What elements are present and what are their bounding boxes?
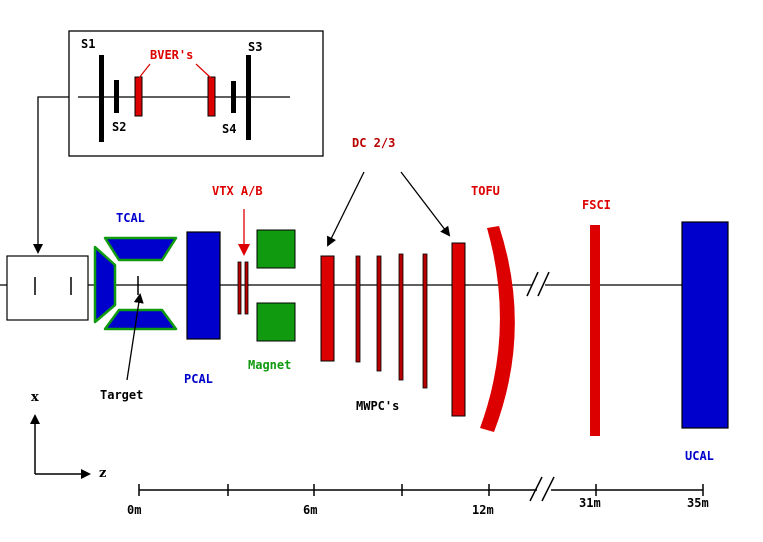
- tcal-bottom: [103, 308, 178, 331]
- scale-break-2: [541, 476, 555, 502]
- tofu-arc: [480, 226, 515, 432]
- scale-label-0m: 0m: [127, 503, 141, 517]
- mwpcs-label: MWPC's: [356, 399, 399, 413]
- s3-counter: [246, 55, 251, 140]
- s2-label: S2: [112, 120, 126, 134]
- beamline-break-2: [537, 271, 550, 297]
- target-arrow: [126, 293, 144, 381]
- vtx-label: VTX A/B: [212, 184, 263, 198]
- target-pointer: Target: [100, 293, 144, 402]
- bver-1: [134, 76, 143, 117]
- tcal: TCAL: [93, 211, 178, 331]
- connector-line: [33, 96, 69, 254]
- bvers-label: BVER's: [150, 48, 193, 62]
- ucal-block: [681, 221, 729, 429]
- s4-label: S4: [222, 122, 236, 136]
- tofu-label: TOFU: [471, 184, 500, 198]
- pcal-label: PCAL: [184, 372, 213, 386]
- beam-counter-inset: S1 S2 S3 S4 BVER's: [68, 30, 324, 157]
- tcal-top: [103, 236, 178, 262]
- fsci-label: FSCI: [582, 198, 611, 212]
- beamline-break-1: [526, 271, 539, 297]
- distance-scale: 0m 6m 12m 31m 35m: [127, 476, 709, 517]
- scale-label-35m: 35m: [687, 496, 709, 510]
- bver-pointer-1: [138, 63, 151, 79]
- inset-connector: [33, 96, 69, 254]
- fsci: FSCI: [582, 198, 611, 436]
- inset-frame: [68, 30, 324, 157]
- vtx-b: [244, 261, 249, 315]
- pcal: PCAL: [184, 231, 221, 386]
- scale-label-6m: 6m: [303, 503, 317, 517]
- scale-label-12m: 12m: [472, 503, 494, 517]
- s1-label: S1: [81, 37, 95, 51]
- dc2: [320, 255, 335, 362]
- dc-label: DC 2/3: [352, 136, 395, 150]
- scale-break-1: [529, 476, 543, 502]
- dc-arrow-right: [400, 171, 451, 237]
- ucal: UCAL: [681, 221, 729, 463]
- pcal-block: [186, 231, 221, 340]
- target-label: Target: [100, 388, 143, 402]
- x-axis-label: x: [31, 390, 39, 405]
- scale-label-31m: 31m: [579, 496, 601, 510]
- s2-counter: [114, 80, 119, 113]
- bver-2: [207, 76, 216, 117]
- bver-pointer-2: [195, 63, 212, 79]
- mwpcs: MWPC's: [355, 253, 428, 413]
- magnet-top: [256, 229, 296, 269]
- tofu: TOFU: [471, 184, 515, 432]
- ucal-label: UCAL: [685, 449, 714, 463]
- s1-counter: [99, 55, 104, 142]
- beam-counter-box: [6, 255, 89, 321]
- beam-box: [6, 255, 89, 321]
- fsci-bar: [590, 225, 600, 436]
- z-axis-label: z: [99, 466, 106, 481]
- beamline: [0, 271, 683, 297]
- mwpc-2: [376, 255, 382, 372]
- magnet-label: Magnet: [248, 358, 291, 372]
- vtx-a: [237, 261, 242, 315]
- magnet: Magnet: [248, 229, 296, 372]
- vtx: VTX A/B: [212, 184, 263, 315]
- mwpc-4: [422, 253, 428, 389]
- magnet-bottom: [256, 302, 296, 342]
- dc3: [451, 242, 466, 417]
- drift-chambers: DC 2/3: [320, 136, 466, 417]
- tcal-left: [93, 245, 117, 324]
- mwpc-1: [355, 255, 361, 363]
- s4-counter: [231, 81, 236, 113]
- s3-label: S3: [248, 40, 262, 54]
- dc-arrow-left: [327, 171, 365, 247]
- mwpc-3: [398, 253, 404, 381]
- coordinate-axes: x z: [30, 390, 106, 481]
- tcal-label: TCAL: [116, 211, 145, 225]
